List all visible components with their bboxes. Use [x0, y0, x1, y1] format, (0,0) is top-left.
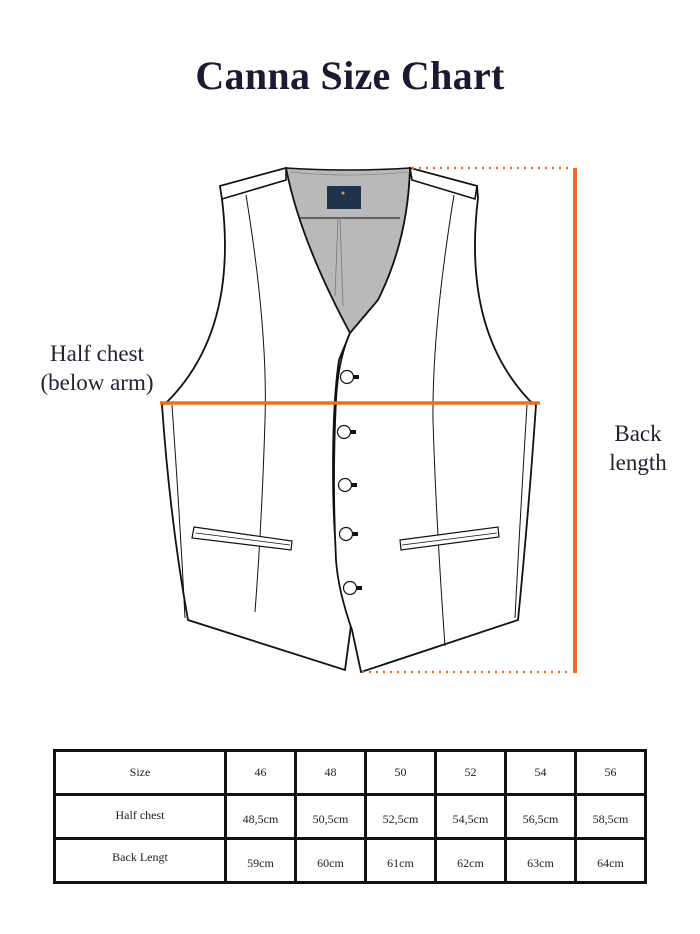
size-cell: 54 [504, 749, 577, 796]
table-row-back-length: Back Lengt 59cm 60cm 61cm 62cm 63cm 64cm [53, 837, 647, 884]
size-cell: 46 [224, 749, 297, 796]
back-length-cell: 64cm [574, 837, 647, 884]
size-cell: 48 [294, 749, 367, 796]
button-3 [337, 477, 357, 493]
half-chest-cell: 50,5cm [294, 793, 367, 840]
back-length-cell: 59cm [224, 837, 297, 884]
button-2 [336, 424, 356, 440]
size-cell: 52 [434, 749, 507, 796]
back-length-label: Back length [609, 421, 667, 475]
back-length-cell: 60cm [294, 837, 367, 884]
half-chest-row-label: Half chest [53, 793, 227, 840]
half-chest-cell: 56,5cm [504, 793, 577, 840]
half-chest-cell: 52,5cm [364, 793, 437, 840]
button-1 [339, 369, 359, 385]
size-cell: 50 [364, 749, 437, 796]
back-length-cell: 63cm [504, 837, 577, 884]
size-table: Size 46 48 50 52 54 56 Half chest 48,5cm… [53, 749, 647, 884]
half-chest-label: Half chest (below arm) [40, 341, 154, 395]
half-chest-cell: 48,5cm [224, 793, 297, 840]
half-chest-cell: 58,5cm [574, 793, 647, 840]
back-length-cell: 61cm [364, 837, 437, 884]
brand-label-patch [327, 186, 361, 209]
button-4 [338, 526, 358, 542]
page-title: Canna Size Chart [195, 53, 505, 98]
half-chest-cell: 54,5cm [434, 793, 507, 840]
size-header-label: Size [53, 749, 227, 796]
back-length-cell: 62cm [434, 837, 507, 884]
right-pocket [399, 526, 500, 551]
vest-diagram [160, 166, 577, 674]
left-pocket [191, 526, 293, 551]
size-cell: 56 [574, 749, 647, 796]
table-row-size: Size 46 48 50 52 54 56 [53, 749, 647, 796]
table-row-half-chest: Half chest 48,5cm 50,5cm 52,5cm 54,5cm 5… [53, 793, 647, 840]
back-length-row-label: Back Lengt [53, 837, 227, 884]
right-front-panel [333, 166, 537, 674]
button-5 [342, 580, 362, 596]
